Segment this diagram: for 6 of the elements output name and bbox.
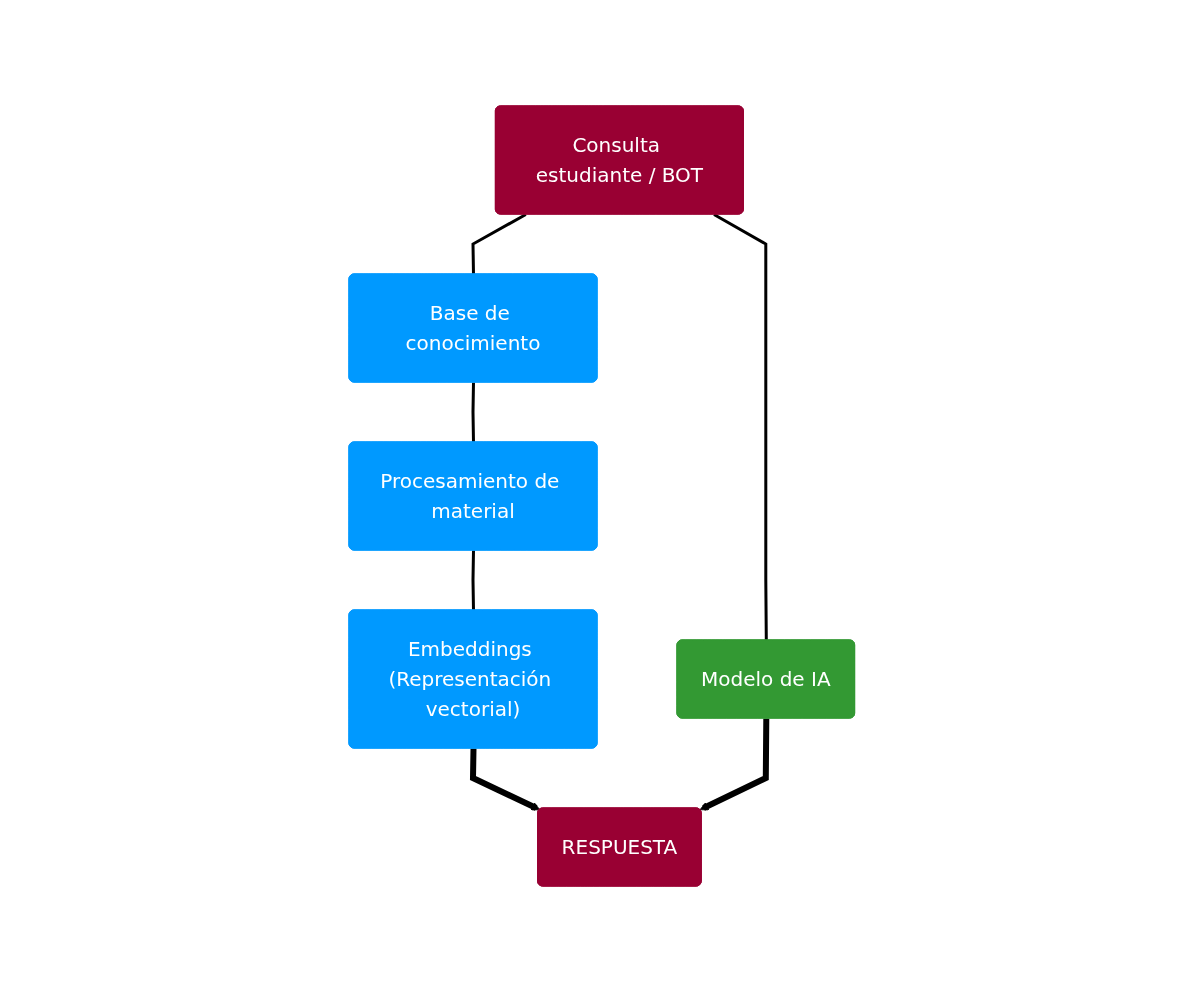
connector	[471, 549, 475, 611]
connector	[471, 381, 475, 443]
arrow	[469, 747, 540, 811]
connector	[471, 212, 527, 275]
connector	[712, 212, 768, 640]
arrow	[699, 717, 769, 811]
